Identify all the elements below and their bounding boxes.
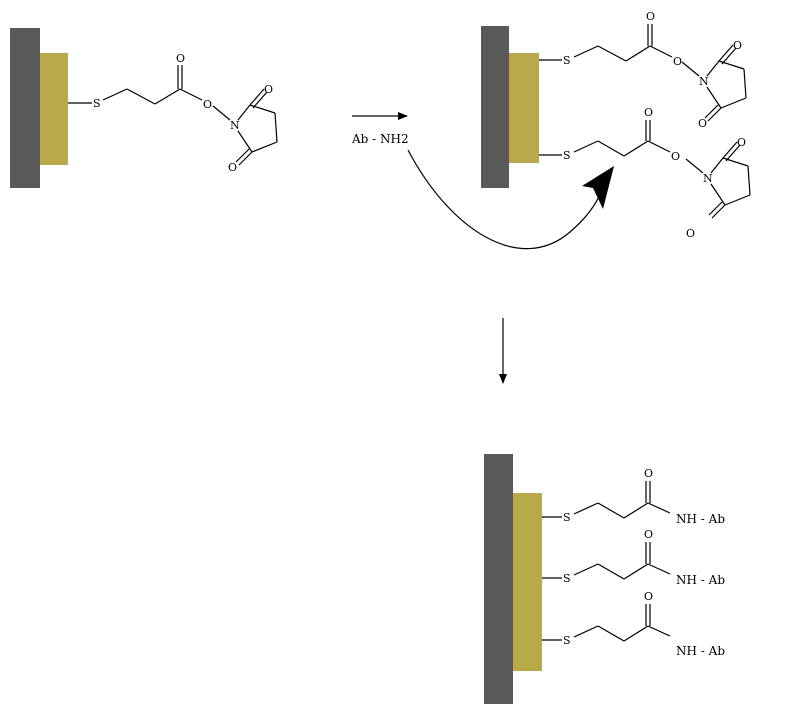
- ester-oxygen: O: [673, 55, 682, 68]
- gold-layer: [513, 493, 542, 671]
- amide-chain-1: S O NH - Ab: [542, 467, 725, 526]
- carbonyl-oxygen: O: [644, 106, 653, 119]
- stage-2-surface: S O O N O O S O O N O: [481, 10, 751, 240]
- ring-oxygen-top: O: [264, 83, 273, 96]
- carbonyl-oxygen: O: [176, 52, 185, 65]
- sulfur-atom: S: [563, 634, 571, 647]
- reaction-arrow-1: Ab - NH2: [351, 112, 614, 250]
- stage-1-surface: S O O N O O: [10, 28, 278, 188]
- curved-arrow-head: [582, 166, 614, 209]
- antibody-amide-label: NH - Ab: [676, 644, 725, 658]
- ester-oxygen: O: [671, 150, 680, 163]
- carbonyl-oxygen: O: [646, 10, 655, 23]
- ring-nitrogen: N: [230, 119, 240, 132]
- carbonyl-oxygen: O: [644, 590, 653, 603]
- ring-oxygen-top: O: [733, 39, 742, 52]
- antibody-amide-label: NH - Ab: [676, 573, 725, 587]
- ring-nitrogen: N: [699, 75, 709, 88]
- substrate-layer: [10, 28, 40, 188]
- sulfur-atom: S: [563, 149, 571, 162]
- carbonyl-oxygen: O: [644, 467, 653, 480]
- antibody-amide-label: NH - Ab: [676, 512, 725, 526]
- amide-chain-2: S O NH - Ab: [542, 528, 725, 587]
- ring-oxygen-top: O: [737, 136, 746, 149]
- ester-oxygen: O: [203, 98, 212, 111]
- sulfur-atom: S: [563, 572, 571, 585]
- sulfur-atom: S: [563, 54, 571, 67]
- ring-nitrogen: N: [703, 172, 713, 185]
- ring-oxygen-bottom: O: [698, 117, 707, 130]
- ring-oxygen-bottom: O: [228, 161, 237, 174]
- reagent-label: Ab - NH2: [351, 132, 409, 146]
- amide-chain-3: S O NH - Ab: [542, 590, 725, 658]
- stage-3-surface: S O NH - Ab S O NH - Ab S: [484, 454, 725, 704]
- substrate-layer: [484, 454, 513, 704]
- ring-oxygen-bottom: O: [686, 227, 695, 240]
- carbonyl-oxygen: O: [644, 528, 653, 541]
- gold-layer: [40, 53, 68, 165]
- substrate-layer: [481, 26, 509, 188]
- sulfur-atom: S: [93, 97, 101, 110]
- nhs-ester-chain-bottom: S O O N O O: [539, 106, 751, 240]
- gold-layer: [509, 53, 539, 163]
- nhs-ester-chain: S O O N O O: [68, 52, 278, 174]
- nhs-ester-chain-top: S O O N O O: [539, 10, 747, 130]
- sulfur-atom: S: [563, 511, 571, 524]
